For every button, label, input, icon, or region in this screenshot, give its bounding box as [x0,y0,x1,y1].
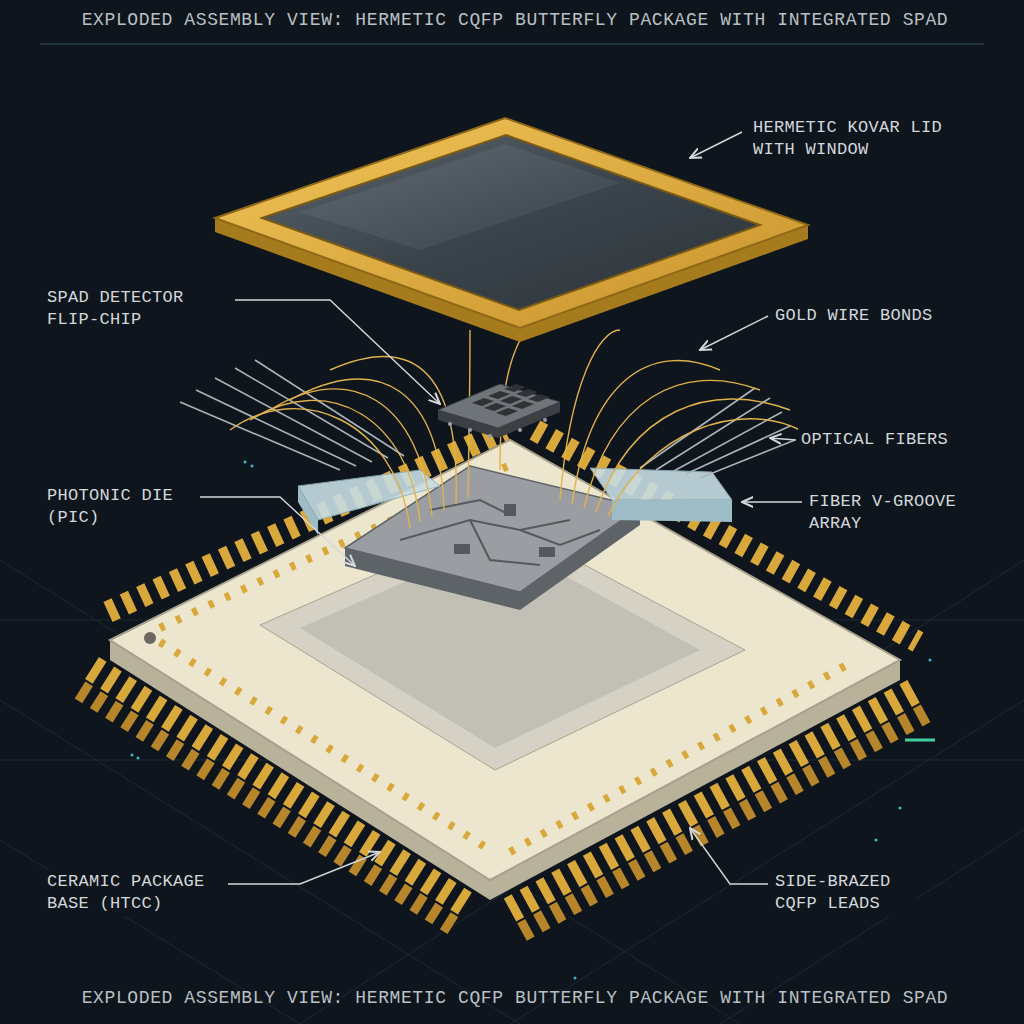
leader-lines [200,132,802,884]
spad-chip [438,384,560,428]
base-traces [160,466,852,852]
wire-bond-label: GOLD WIRE BONDS [772,304,936,328]
diagram-title: EXPLODED ASSEMBLY VIEW: HERMETIC CQFP BU… [12,8,1018,32]
v-groove-label: FIBER V-GROOVE ARRAY [806,490,987,536]
pic-label: PHOTONIC DIE (PIC) [44,484,200,530]
base-label: CERAMIC PACKAGE BASE (HTCC) [44,870,228,916]
v-groove-right [590,468,732,500]
lid-window [262,135,760,310]
die-waveguides [400,500,600,565]
cqfp-leads [80,430,928,932]
lid-label: HERMETIC KOVAR LID WITH WINDOW [750,116,961,162]
leads-label: SIDE-BRAZED CQFP LEADS [772,870,918,916]
gold-wire-bonds [230,330,800,528]
optical-fibers [180,360,795,478]
spad-label: SPAD DETECTOR FLIP-CHIP [44,286,235,332]
fiber-label: OPTICAL FIBERS [798,428,951,452]
ceramic-base [110,440,900,880]
spad-pixels [472,384,550,416]
diagram-caption: EXPLODED ASSEMBLY VIEW: HERMETIC CQFP BU… [12,986,1018,1010]
kovar-lid [215,118,808,328]
